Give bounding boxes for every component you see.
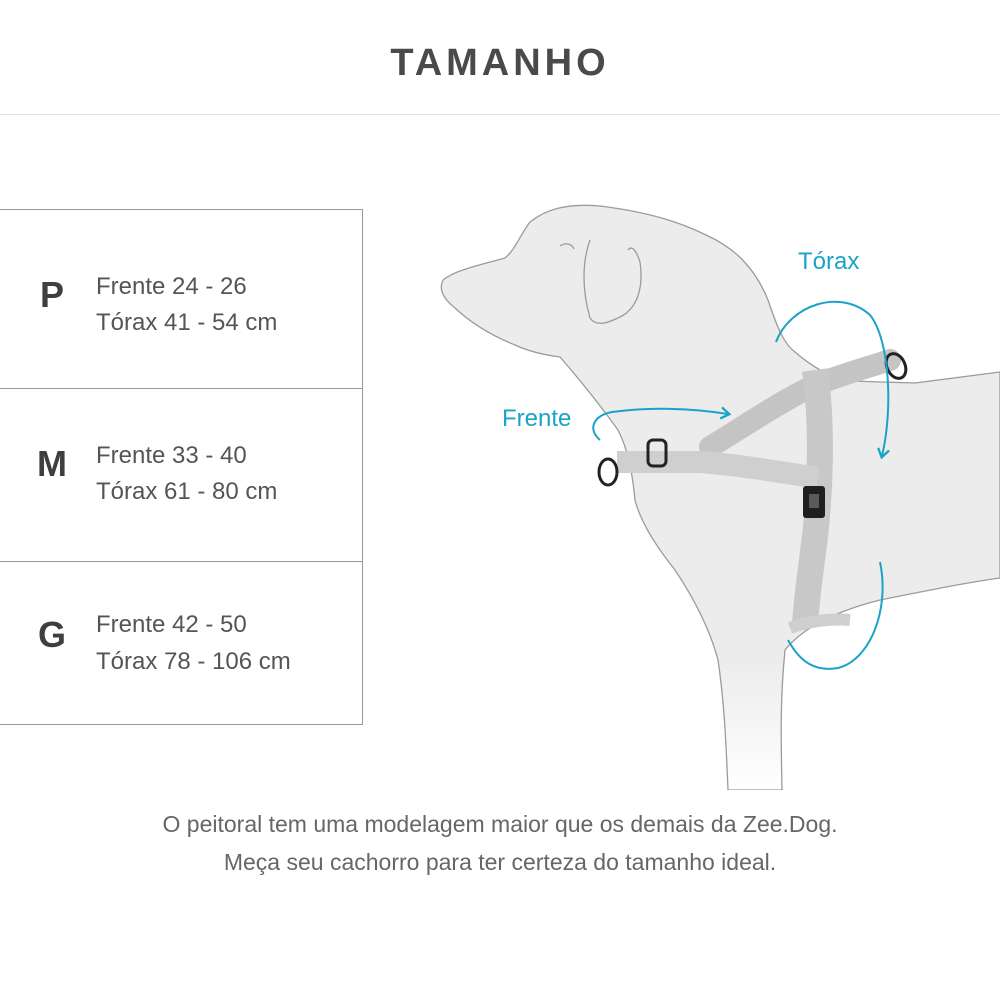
size-table: P Frente 24 - 26 Tórax 41 - 54 cm M Fren… — [0, 209, 363, 725]
dog-harness-illustration — [440, 204, 1000, 790]
footer-line-2: Meça seu cachorro para ter certeza do ta… — [223, 849, 777, 875]
size-front-measure: Frente 33 - 40 — [96, 442, 247, 469]
harness-belly-strap — [787, 613, 851, 634]
harness-neck-strap — [699, 349, 901, 458]
size-letter: G — [37, 614, 66, 655]
front-measure-arrow — [592, 406, 732, 441]
size-chest-measure: Tórax 41 - 54 cm — [96, 309, 278, 336]
label-chest: Tórax — [798, 248, 860, 275]
size-row-p: P Frente 24 - 26 Tórax 41 - 54 cm — [0, 210, 362, 388]
size-chest-measure: Tórax 61 - 80 cm — [96, 478, 278, 505]
size-chest-measure: Tórax 78 - 106 cm — [96, 648, 291, 675]
harness-front-strap — [617, 451, 820, 489]
header-divider — [0, 114, 1000, 115]
dog-eye — [559, 243, 575, 250]
harness-chest-strap — [792, 368, 833, 626]
footer-line-1: O peitoral tem uma modelagem maior que o… — [162, 811, 838, 837]
size-front-measure: Frente 24 - 26 — [96, 273, 247, 300]
dog-silhouette — [440, 204, 1000, 790]
chest-measure-arrow-top — [775, 300, 890, 460]
label-front: Frente — [502, 405, 572, 432]
size-letter: P — [39, 274, 64, 315]
size-row-g: G Frente 42 - 50 Tórax 78 - 106 cm — [0, 561, 362, 725]
buckle-front-icon — [646, 438, 668, 468]
chest-measure-arrow-bottom — [787, 561, 884, 670]
dog-ear — [583, 239, 642, 324]
size-letter: M — [37, 443, 67, 484]
ring-front-icon — [597, 457, 619, 487]
page-title: TAMANHO — [390, 42, 610, 84]
size-front-measure: Frente 42 - 50 — [96, 611, 247, 638]
size-row-m: M Frente 33 - 40 Tórax 61 - 80 cm — [0, 388, 362, 561]
